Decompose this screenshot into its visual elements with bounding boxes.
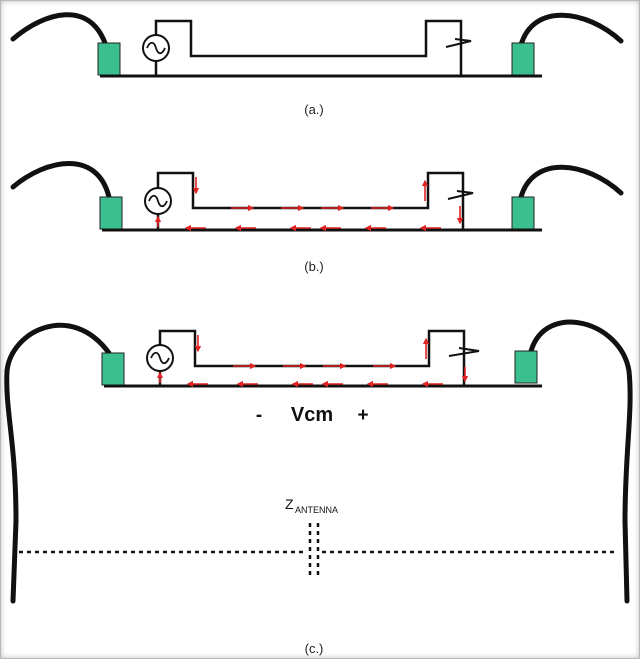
right-cable [518,164,624,200]
z-main: Z [285,496,294,512]
caption-a: (a.) [304,102,324,117]
panel-a: (a.) [10,12,624,117]
right-connector [511,196,535,230]
current-arrows [154,177,464,232]
right-cable [518,12,624,48]
right-cable [528,319,633,604]
load-symbol [445,38,472,48]
antenna-impedance-label: Z ANTENNA [285,496,338,515]
panel-c: - Vcm + Z ANTENNA (c.) [4,319,633,656]
left-cable [10,161,112,200]
signal-trace [154,19,463,76]
left-cable [4,322,112,604]
vcm-plus: + [357,405,368,426]
ac-source-icon [144,187,172,215]
current-arrows [156,335,469,388]
signal-trace [156,171,465,230]
load-symbol [447,190,474,200]
panel-b: (b.) [10,161,624,274]
caption-c: (c.) [305,641,324,656]
caption-b: (b.) [304,259,324,274]
left-connector [97,42,121,76]
right-connector [514,350,538,384]
left-connector [101,352,125,386]
right-connector [511,42,535,76]
ac-source-icon [146,344,174,372]
vcm-minus: - [256,405,262,426]
signal-trace [158,329,466,386]
vcm-label: Vcm [291,404,333,426]
left-cable [10,12,108,46]
antenna-impedance-path [19,523,618,579]
load-symbol [448,347,480,357]
z-subscript: ANTENNA [295,505,338,515]
left-connector [99,196,123,230]
ac-source-icon [142,34,170,62]
